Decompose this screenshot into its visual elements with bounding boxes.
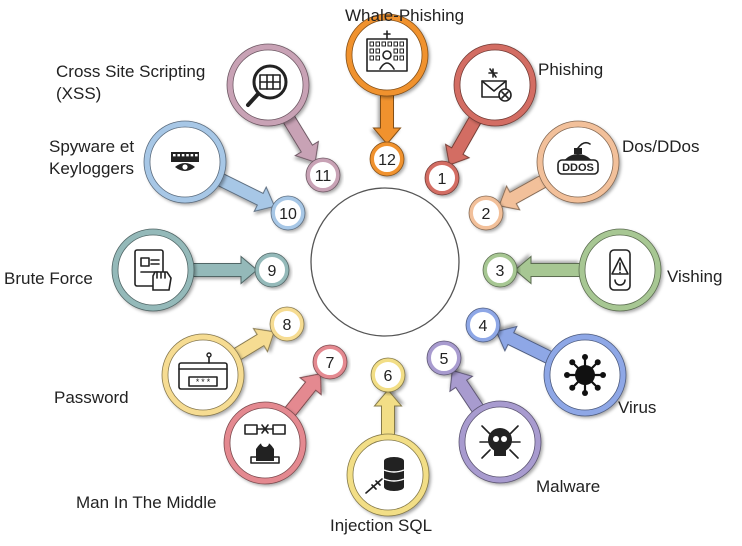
phone-alert-icon (609, 249, 631, 291)
ddos-bomb-icon: DDOS (557, 141, 599, 175)
spoke-2: DDOS 2 (468, 120, 620, 231)
badge-number-9: 9 (268, 263, 277, 280)
badge-number-10: 10 (279, 206, 297, 223)
badge-8 (270, 307, 304, 341)
arrow-12 (372, 94, 402, 145)
badge-number-11: 11 (315, 168, 332, 185)
icon-circle-12 (346, 14, 428, 96)
arrow-1 (444, 115, 482, 166)
badge-4 (466, 308, 500, 342)
arrow-3 (514, 255, 581, 285)
badge-5 (427, 341, 461, 375)
building-person-icon (366, 30, 408, 72)
spoke-7: 7 (223, 344, 348, 485)
badge-12 (370, 142, 404, 176)
label-9: Brute Force (4, 269, 93, 288)
keyboard-eye-icon (171, 152, 199, 171)
icon-circle-9 (112, 229, 194, 311)
arrow-4 (495, 325, 553, 364)
arrow-2 (498, 175, 547, 211)
spoke-1: 1 (424, 43, 537, 196)
database-syringe-icon (365, 457, 405, 494)
badge-10 (271, 196, 305, 230)
label-1: Phishing (538, 60, 604, 79)
hacker-network-icon (244, 424, 286, 464)
badge-number-3: 3 (496, 263, 505, 280)
badge-number-4: 4 (479, 318, 488, 335)
spoke-9: 9 (111, 228, 290, 312)
icon-circle-8 (162, 334, 244, 416)
label-6: Injection SQL (330, 516, 433, 535)
spoke-10: 10 (143, 120, 306, 231)
spoke-6: 6 (346, 357, 430, 517)
center-circle (310, 187, 460, 337)
skull-bug-icon (479, 425, 521, 459)
magnifier-grid-icon (246, 64, 288, 107)
arrow-10 (217, 173, 276, 213)
badge-11 (306, 158, 340, 192)
label-4: Virus (618, 398, 657, 417)
badge-number-12: 12 (378, 152, 396, 169)
badge-number-5: 5 (440, 351, 449, 368)
envelope-virus-icon (481, 68, 512, 102)
badge-2 (469, 196, 503, 230)
label-2: Dos/DDos (622, 137, 700, 156)
badge-number-8: 8 (283, 317, 292, 334)
arrow-7 (284, 373, 322, 417)
icon-circle-1 (454, 44, 536, 126)
arrow-9 (192, 255, 258, 285)
virus-icon (564, 354, 606, 396)
badge-number-6: 6 (384, 368, 393, 385)
label-12: Whale-Phishing (345, 6, 465, 25)
icon-circle-11 (227, 44, 309, 126)
spoke-4: 4 (465, 307, 627, 417)
arrow-6 (373, 389, 403, 436)
label-5: Malware (536, 477, 601, 496)
password-screen-icon: *** (178, 352, 228, 390)
badge-3 (483, 253, 517, 287)
badge-7 (313, 345, 347, 379)
spoke-11: 11 (226, 43, 341, 193)
svg-text:DDOS: DDOS (562, 162, 594, 174)
arrow-5 (449, 369, 484, 414)
badge-number-1: 1 (438, 171, 447, 188)
spoke-12: 12 (345, 13, 429, 177)
badge-6 (371, 358, 405, 392)
spoke-3: 3 (482, 228, 662, 312)
badge-1 (425, 161, 459, 195)
label-11: Cross Site Scripting (XSS) (56, 62, 206, 103)
label-8: Password (54, 388, 129, 407)
arrow-8 (233, 327, 275, 361)
arrow-11 (282, 115, 320, 163)
badge-9 (255, 253, 289, 287)
badge-number-7: 7 (326, 355, 335, 372)
label-7: Man In The Middle (76, 493, 217, 512)
spoke-8: *** 8 (161, 306, 305, 417)
label-3: Vishing (667, 267, 723, 286)
spoke-5: 5 (426, 340, 542, 484)
label-10: Spyware et Keyloggers (49, 137, 135, 178)
svg-text:***: *** (195, 378, 211, 388)
fist-lock-icon (134, 249, 172, 291)
badge-number-2: 2 (482, 206, 491, 223)
